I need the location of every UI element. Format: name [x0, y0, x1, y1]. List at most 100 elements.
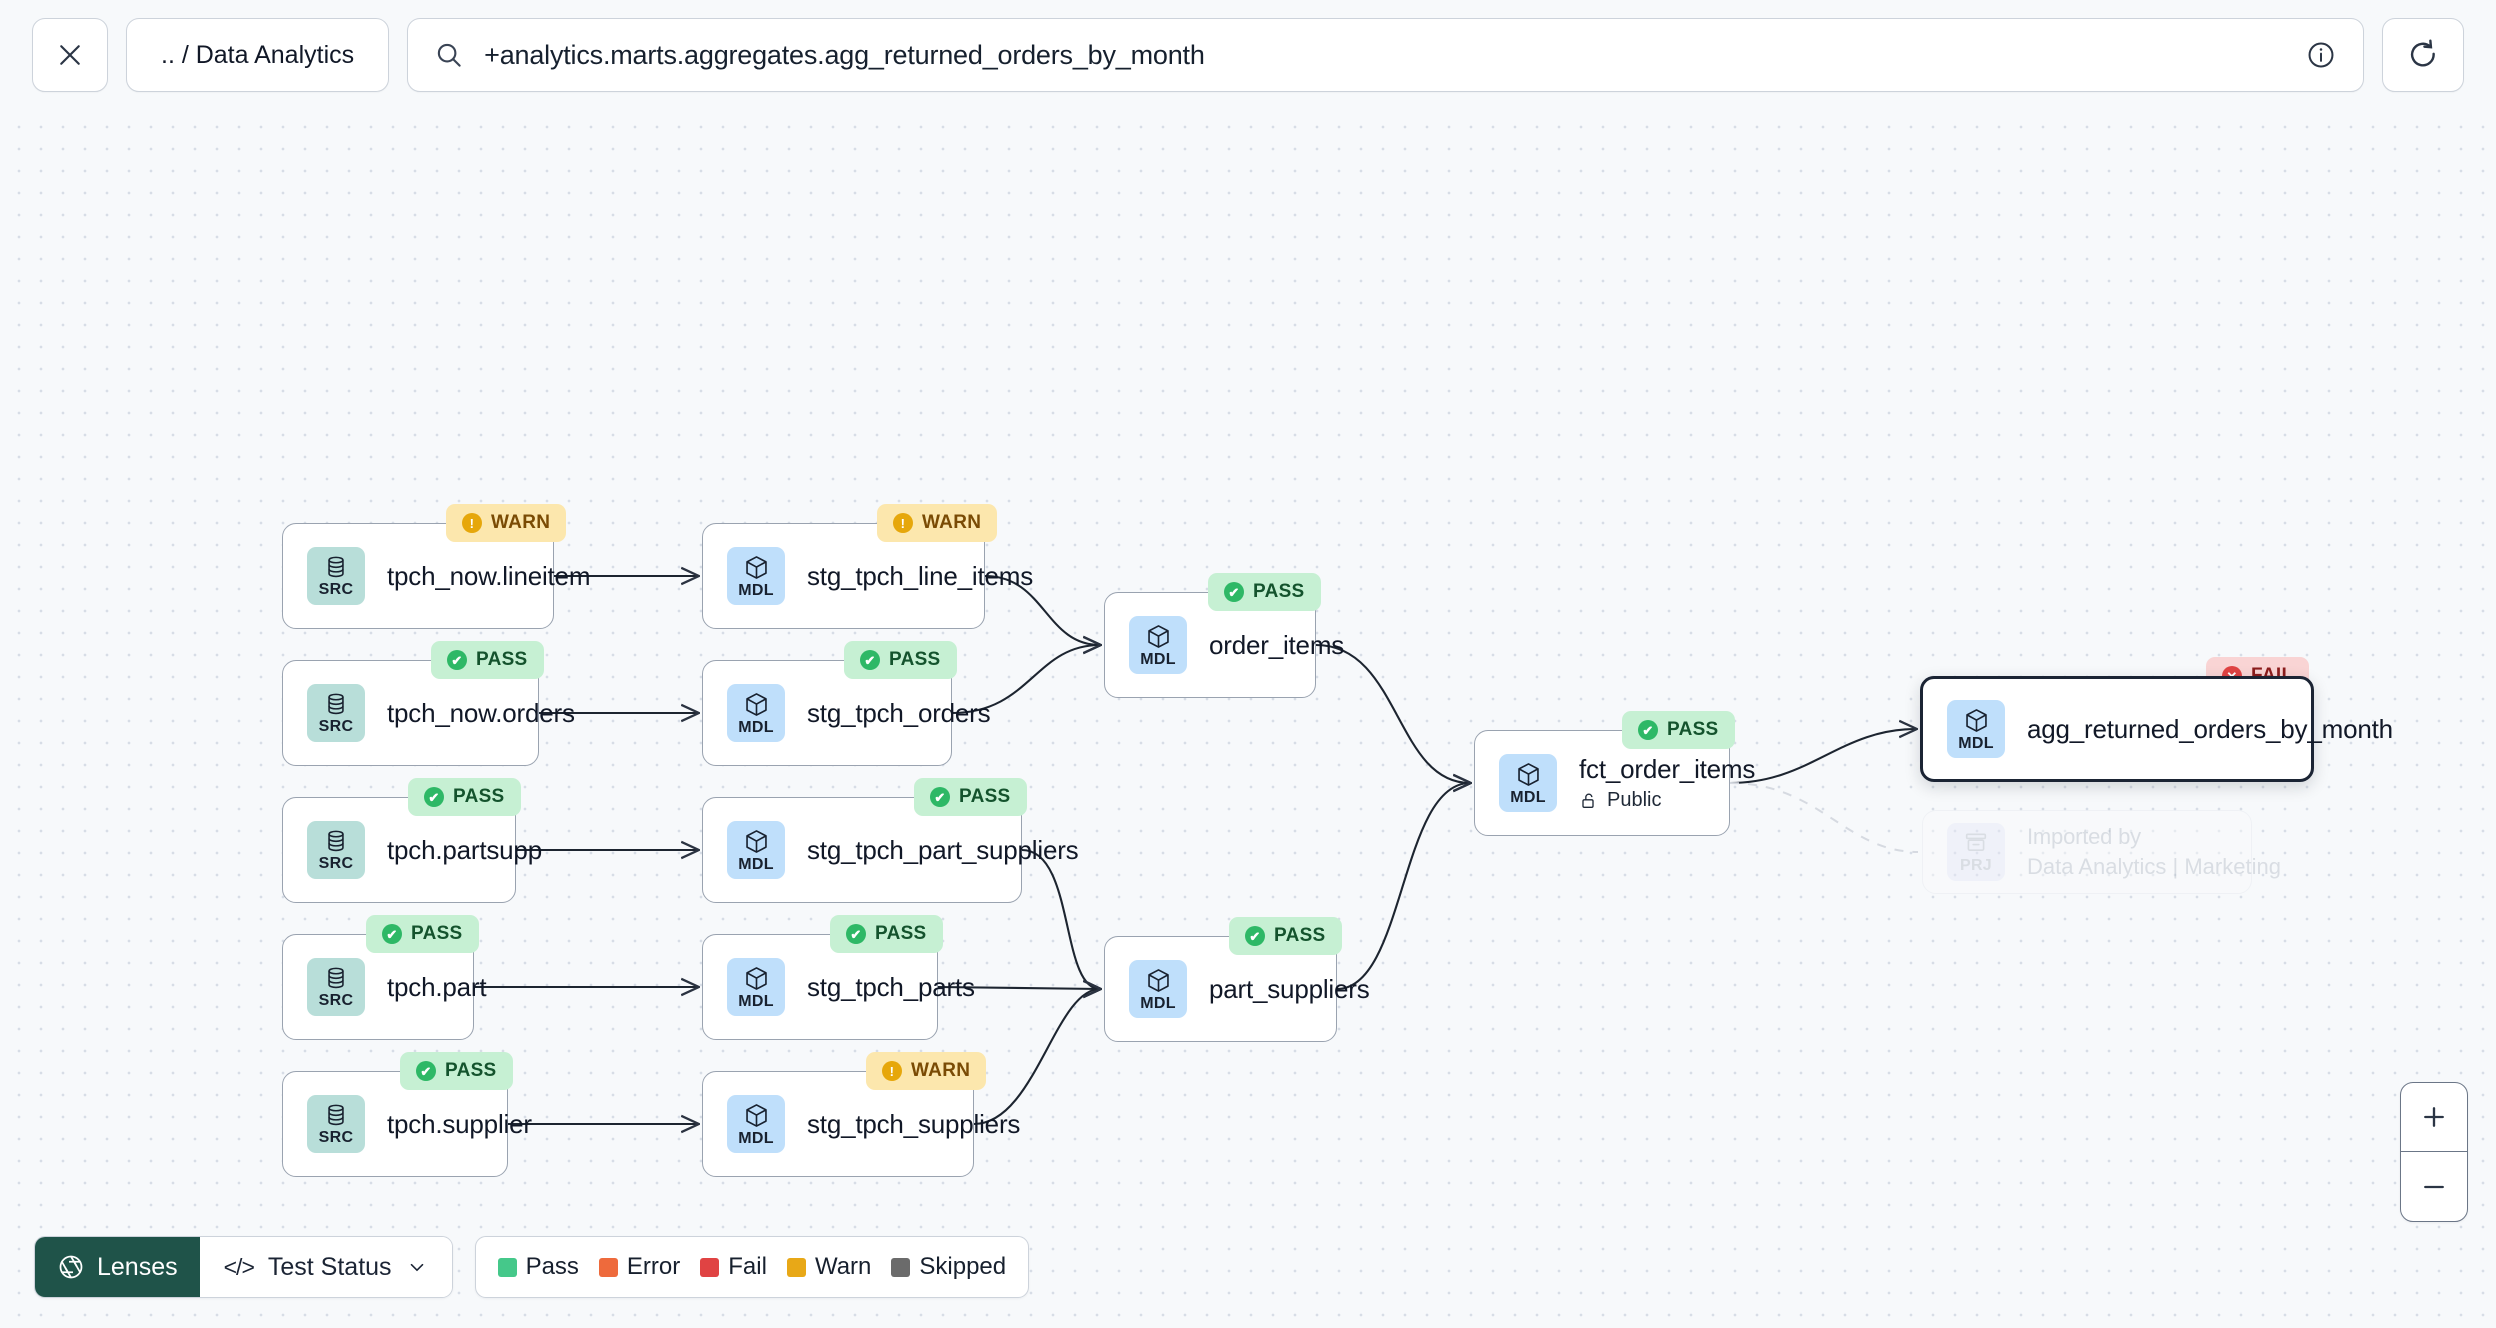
node-title: part_suppliers	[1209, 973, 1370, 1004]
status-badge-pass[interactable]: ✔PASS	[366, 915, 479, 953]
status-dot-icon: ✔	[1245, 926, 1265, 946]
database-icon	[328, 693, 344, 715]
status-dot-icon: ✔	[447, 650, 467, 670]
node-kind-badge: MDL	[727, 547, 785, 605]
node-label: tpch.partsupp	[387, 835, 542, 866]
node-title: stg_tpch_suppliers	[807, 1108, 1021, 1139]
node-title: agg_returned_orders_by_month	[2027, 713, 2393, 744]
status-badge-pass[interactable]: ✔PASS	[914, 778, 1027, 816]
status-dot-icon: ✔	[1224, 582, 1244, 602]
close-button[interactable]	[32, 18, 108, 92]
lenses-label: Lenses	[97, 1252, 178, 1281]
legend-item-fail[interactable]: Fail	[700, 1253, 767, 1281]
legend-item-pass[interactable]: Pass	[497, 1253, 579, 1281]
status-badge-pass[interactable]: ✔PASS	[830, 915, 943, 953]
status-legend: Pass Error Fail Warn Skipped	[474, 1236, 1030, 1298]
database-icon	[328, 830, 344, 852]
node-kind-label: SRC	[318, 992, 354, 1009]
graph-node-tpch_now_lineitem[interactable]: SRC tpch_now.lineitem	[282, 523, 590, 629]
status-badge-pass[interactable]: ✔PASS	[1229, 917, 1342, 955]
lock-open-icon	[1582, 793, 1594, 808]
node-label: stg_tpch_parts	[807, 972, 975, 1003]
zoom-in-button[interactable]	[2401, 1083, 2467, 1152]
node-kind-badge: MDL	[727, 684, 785, 742]
status-badge-pass[interactable]: ✔PASS	[408, 778, 521, 816]
status-badge-label: PASS	[1253, 581, 1305, 602]
status-badge-label: WARN	[491, 512, 551, 533]
status-dot-icon: ✔	[1638, 720, 1658, 740]
refresh-button[interactable]	[2382, 18, 2464, 92]
graph-node-agg_returned_orders_by_month[interactable]: MDL agg_returned_orders_by_month	[1920, 676, 2393, 782]
legend-item-skipped[interactable]: Skipped	[891, 1253, 1006, 1281]
cube-icon	[745, 692, 767, 716]
status-badge-warn[interactable]: !WARN	[446, 504, 567, 542]
node-kind-badge: MDL	[1499, 754, 1557, 812]
node-title: tpch_now.lineitem	[387, 560, 591, 591]
status-badge-label: WARN	[911, 1060, 971, 1081]
status-badge-warn[interactable]: !WARN	[866, 1052, 987, 1090]
node-kind-label: SRC	[318, 718, 354, 735]
node-label: tpch.supplier	[387, 1109, 532, 1140]
close-icon	[60, 45, 80, 65]
plus-icon	[2424, 1107, 2444, 1127]
info-icon[interactable]	[2305, 39, 2337, 71]
aperture-icon	[59, 1255, 83, 1279]
status-badge-label: PASS	[411, 923, 463, 944]
search-input[interactable]: +analytics.marts.aggregates.agg_returned…	[484, 39, 1205, 70]
chevron-down-icon	[410, 1263, 423, 1272]
cube-icon	[745, 829, 767, 853]
node-kind-label: MDL	[1510, 788, 1546, 806]
legend-label: Warn	[814, 1253, 872, 1280]
legend-swatch	[598, 1257, 618, 1277]
node-kind-badge: SRC	[307, 547, 365, 605]
status-badge-pass[interactable]: ✔PASS	[1622, 711, 1735, 749]
search-icon	[437, 43, 461, 67]
node-kind-badge: MDL	[1129, 960, 1187, 1018]
legend-label: Pass	[525, 1253, 579, 1280]
zoom-out-button[interactable]	[2401, 1152, 2467, 1221]
cube-icon	[1517, 762, 1539, 786]
minus-icon	[2424, 1185, 2444, 1188]
breadcrumb-label: .. / Data Analytics	[161, 40, 355, 69]
node-kind-label: PRJ	[1959, 857, 1993, 874]
test-status-dropdown[interactable]: </> Test Status	[199, 1237, 452, 1297]
status-dot-icon: ✔	[930, 787, 950, 807]
status-badge-label: PASS	[875, 923, 927, 944]
node-kind-label: SRC	[318, 855, 354, 872]
database-icon	[328, 556, 344, 578]
cube-icon	[745, 555, 767, 579]
lenses-button[interactable]: Lenses	[35, 1237, 200, 1297]
node-kind-label: MDL	[1140, 994, 1176, 1012]
legend-swatch	[497, 1257, 517, 1277]
node-kind-badge: SRC	[307, 821, 365, 879]
legend-label: Fail	[728, 1253, 767, 1280]
status-badge-label: PASS	[476, 649, 528, 670]
code-icon: </>	[223, 1253, 255, 1280]
node-kind-label: SRC	[318, 1129, 354, 1146]
node-kind-label: MDL	[738, 581, 774, 599]
legend-item-error[interactable]: Error	[598, 1253, 680, 1281]
node-subtitle: Public	[1579, 789, 1755, 812]
refresh-icon	[2410, 39, 2435, 67]
status-badge-warn[interactable]: !WARN	[877, 504, 998, 542]
node-kind-label: MDL	[738, 718, 774, 736]
node-kind-badge: MDL	[1947, 700, 2005, 758]
search-bar[interactable]: +analytics.marts.aggregates.agg_returned…	[407, 18, 2364, 92]
node-title: tpch.part	[387, 971, 487, 1002]
breadcrumb[interactable]: .. / Data Analytics	[126, 18, 390, 92]
legend-item-warn[interactable]: Warn	[786, 1253, 872, 1281]
status-badge-pass[interactable]: ✔ PASS	[431, 641, 544, 679]
status-badge-pass[interactable]: ✔PASS	[844, 641, 957, 679]
status-badge-pass[interactable]: ✔ PASS	[1208, 573, 1321, 611]
node-title: tpch.partsupp	[387, 834, 542, 865]
status-badge-pass[interactable]: ✔PASS	[400, 1052, 513, 1090]
